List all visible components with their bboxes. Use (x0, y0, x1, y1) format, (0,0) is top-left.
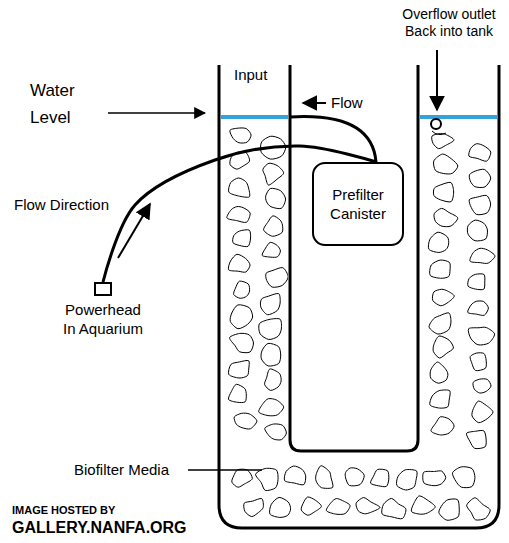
media-piece (469, 144, 491, 162)
media-piece (265, 424, 287, 440)
water-level-line (420, 115, 497, 119)
water-level-line (221, 115, 288, 119)
media-piece (439, 499, 459, 520)
media-piece (472, 401, 493, 423)
watermark: IMAGE HOSTED BY (12, 504, 115, 517)
outlet-hose (290, 117, 376, 162)
watermark: GALLERY.NANFA.ORG (12, 518, 187, 537)
media-piece (430, 390, 450, 408)
node-text: Prefilter Canister (320, 185, 396, 223)
label-text: Overflow outlet Back into tank (393, 6, 505, 40)
media-piece (264, 216, 283, 236)
media-piece (396, 470, 417, 490)
media-piece (467, 498, 491, 520)
media-piece (433, 182, 453, 202)
media-piece (232, 469, 253, 487)
powerhead-body (94, 282, 112, 296)
media-piece (473, 379, 491, 393)
overflow-outlet (431, 119, 441, 129)
media-piece (411, 496, 435, 514)
media-piece (470, 353, 486, 371)
media-piece (452, 467, 474, 488)
media-piece (430, 362, 448, 383)
flow-direction-arrow (118, 204, 150, 258)
media-pointer (188, 469, 262, 471)
media-piece (468, 301, 489, 315)
media-piece (434, 208, 458, 226)
outlet-stream (432, 131, 446, 135)
label-text: Water Level (30, 77, 92, 131)
media-piece (266, 188, 286, 208)
media-piece (433, 154, 457, 174)
media-piece (230, 128, 251, 143)
media-piece (382, 498, 406, 518)
label-text: Flow Direction (14, 196, 109, 214)
media-piece (230, 333, 254, 352)
media-piece (356, 498, 380, 514)
inner-tube-wall (290, 65, 418, 451)
label-text: Biofilter Media (74, 461, 169, 479)
media-piece (263, 163, 284, 185)
media-piece (228, 384, 246, 402)
label-text: Input (234, 66, 267, 84)
flow-pointer (303, 102, 326, 104)
media-piece (326, 499, 350, 515)
media-piece (466, 430, 486, 448)
media-piece (431, 417, 454, 435)
media-piece (266, 268, 288, 288)
media-piece (234, 413, 257, 429)
media-piece (345, 468, 364, 486)
media-piece (469, 195, 491, 214)
media-piece (259, 319, 282, 340)
media-piece (432, 289, 454, 305)
node-text: Powerhead In Aquarium (58, 300, 148, 338)
media-piece (233, 230, 251, 247)
media-piece (230, 305, 253, 329)
media-piece (234, 281, 250, 298)
media-piece (265, 369, 282, 391)
media-piece (301, 497, 321, 515)
media-piece (316, 466, 333, 489)
prefilter-canister: Prefilter Canister (312, 162, 404, 246)
media-piece (260, 293, 280, 314)
media-piece (468, 327, 494, 345)
media-piece (429, 313, 451, 334)
outer-tube-wall (219, 65, 499, 528)
media-piece (261, 343, 281, 366)
media-piece (468, 274, 485, 290)
media-piece (229, 178, 250, 197)
media-piece (423, 471, 446, 486)
outlet-pointer (436, 50, 438, 110)
water-level-pointer (108, 112, 205, 114)
media-piece (228, 254, 250, 272)
media-piece (259, 399, 284, 416)
biofilter-media (227, 128, 495, 520)
powerhead: Powerhead In Aquarium (50, 282, 156, 338)
media-piece (256, 468, 278, 490)
media-piece (432, 134, 454, 149)
media-piece (470, 248, 495, 263)
media-piece (228, 360, 249, 378)
media-piece (262, 242, 280, 257)
media-piece (433, 336, 453, 358)
media-piece (467, 220, 487, 241)
media-piece (270, 497, 291, 517)
media-piece (244, 498, 264, 516)
media-piece (284, 466, 305, 485)
label-text: Flow (331, 94, 363, 112)
media-piece (430, 260, 451, 278)
media-piece (428, 232, 448, 252)
media-piece (370, 469, 388, 487)
media-piece (227, 207, 250, 223)
media-piece (469, 169, 491, 187)
